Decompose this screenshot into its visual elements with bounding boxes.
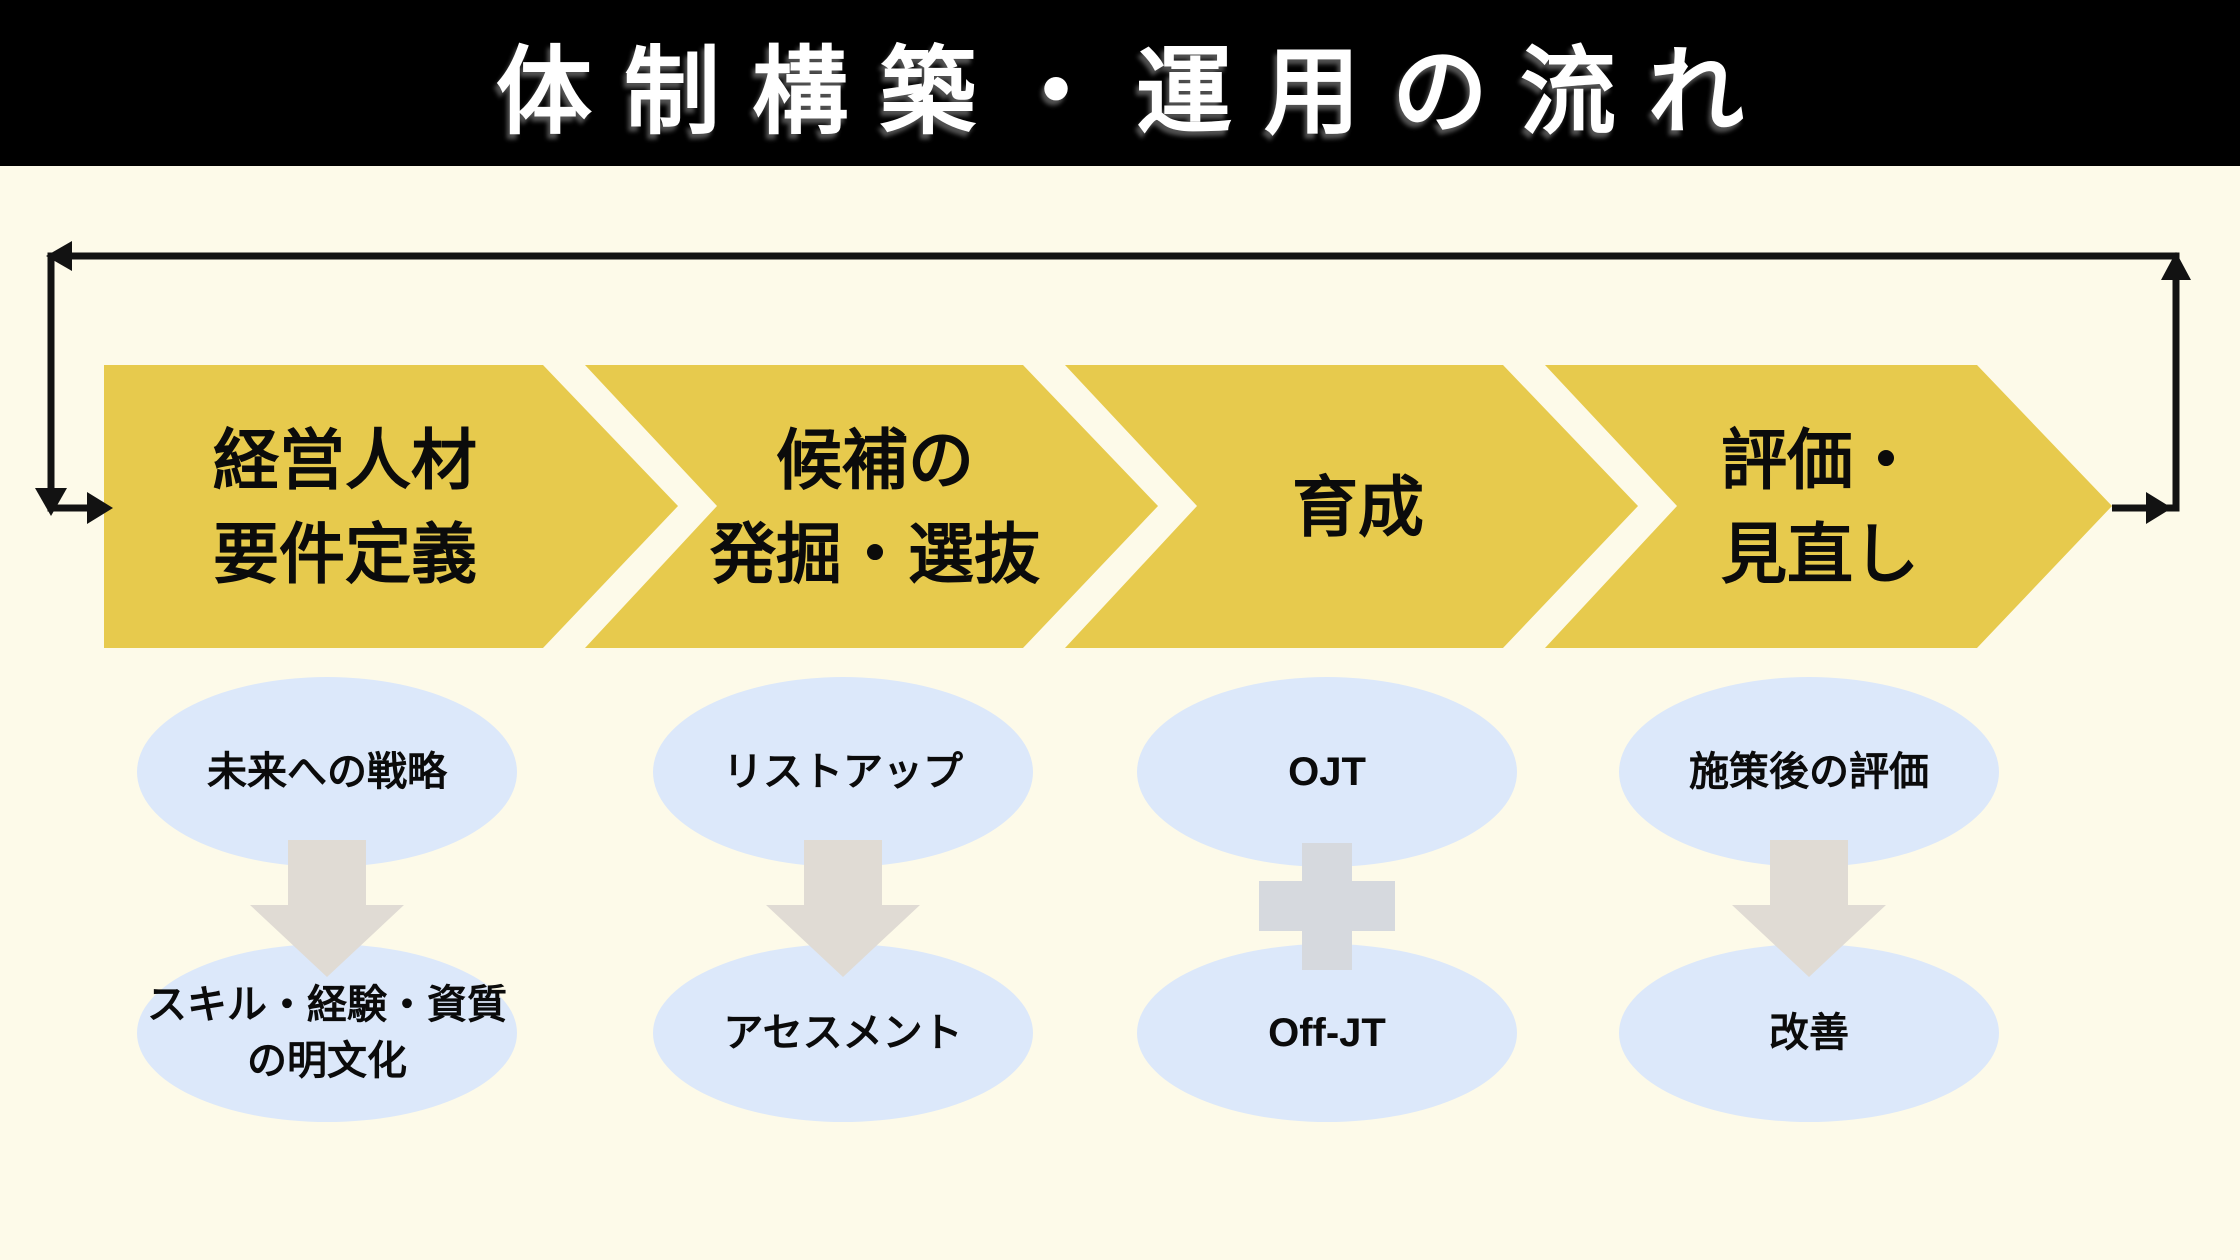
bubble-step2-top-text: リストアップ	[723, 750, 963, 794]
bubble-step2-top	[653, 677, 1033, 867]
page-title: 体制構築・運用の流れ	[496, 38, 1776, 146]
chevron-step-3-label: 育成	[1128, 365, 1588, 649]
chevron-step-1-label: 経営人材 要件定義	[115, 365, 575, 649]
bubble-step2-bottom	[653, 944, 1033, 1122]
chevron-step-4-label: 評価・ 見直し	[1590, 365, 2050, 649]
bubble-step1-top-label: 未来への戦略	[137, 677, 517, 867]
bubble-step1-bottom	[137, 944, 517, 1122]
bubble-step1-top	[137, 677, 517, 867]
bubble-step4-bottom-line1: 改善	[1769, 1011, 1849, 1055]
down-arrow-icon-step4	[1732, 840, 1886, 977]
bubble-step4-top-label: 施策後の評価	[1619, 677, 1999, 867]
bubble-step2-top-label: リストアップ	[653, 677, 1033, 867]
bubble-step3-top-label: OJT	[1137, 677, 1517, 867]
chevron-step-1	[104, 365, 678, 648]
bubble-step4-bottom	[1619, 944, 1999, 1122]
bubble-step1-bottom-label: スキル・経験・資質 の明文化	[137, 944, 517, 1122]
chevron-step-1-label-line1: 経営人材	[213, 423, 477, 497]
chevron-step-3-label-line1: 育成	[1292, 470, 1424, 544]
bubble-step3-bottom	[1137, 944, 1517, 1122]
chevron-step-2	[585, 365, 1158, 648]
loop-arrowhead-into-step1-icon	[87, 492, 113, 524]
bubble-step1-bottom-line1: スキル・経験・資質	[147, 983, 507, 1027]
bubble-step4-top	[1619, 677, 1999, 867]
bubble-step1-top-text: 未来への戦略	[207, 750, 447, 794]
chevron-step-2-label-line2: 発掘・選抜	[710, 517, 1040, 591]
bubble-step2-bottom-line1: アセスメント	[723, 1011, 963, 1055]
bubble-step3-top-text: OJT	[1288, 750, 1366, 794]
bubble-step3-bottom-label: Off-JT	[1137, 944, 1517, 1122]
bubble-step3-bottom-line1: Off-JT	[1268, 1011, 1386, 1055]
chevron-step-2-label-line1: 候補の	[776, 423, 974, 497]
bubble-step1-bottom-line2: の明文化	[247, 1039, 407, 1083]
down-arrow-icon-step1	[250, 840, 404, 977]
chevron-step-1-label-line2: 要件定義	[213, 517, 477, 591]
loop-arrowhead-left-icon	[46, 241, 72, 271]
chevron-step-2-label: 候補の 発掘・選抜	[645, 365, 1105, 649]
bubble-step2-bottom-label: アセスメント	[653, 944, 1033, 1122]
chevron-step-4-label-line1: 評価・	[1721, 423, 1919, 497]
bubble-step3-top	[1137, 677, 1517, 867]
bubble-step4-bottom-label: 改善	[1619, 944, 1999, 1122]
loop-arrowhead-down-icon	[35, 488, 67, 516]
title-banner: 体制構築・運用の流れ	[0, 0, 2240, 166]
loop-arrowhead-up-icon	[2161, 252, 2191, 280]
bubble-step4-top-text: 施策後の評価	[1689, 750, 1929, 794]
chevron-step-4	[1545, 365, 2112, 648]
loop-arrowhead-right-corner-icon	[2146, 492, 2172, 524]
chevron-step-3	[1065, 365, 1638, 648]
down-arrow-icon-step2	[766, 840, 920, 977]
chevron-step-4-label-line2: 見直し	[1721, 517, 1919, 591]
plus-icon-horizontal-bar	[1259, 881, 1395, 931]
